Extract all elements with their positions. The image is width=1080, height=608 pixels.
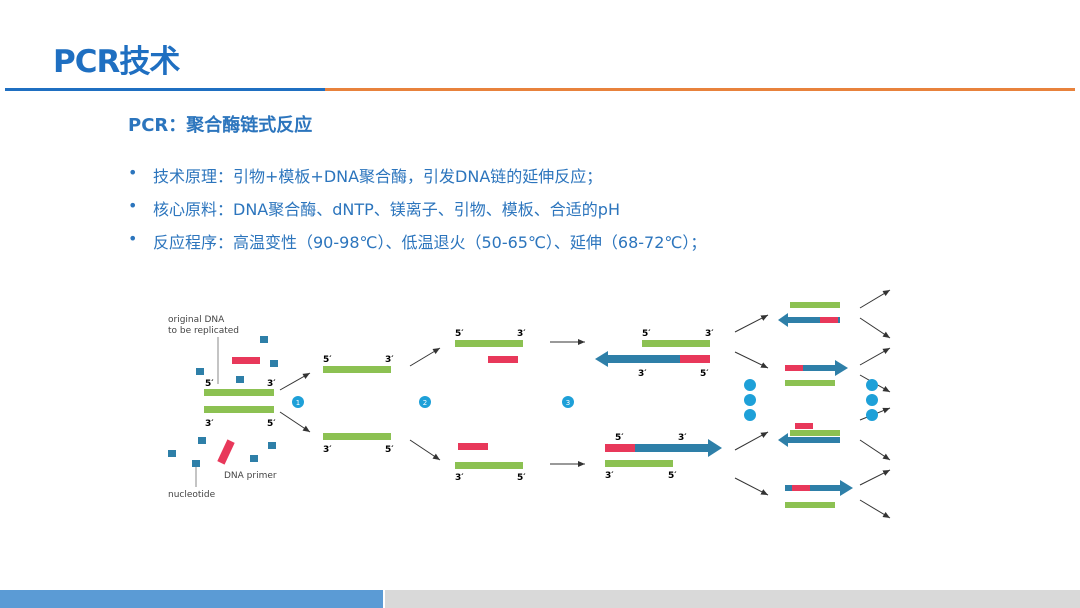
label-5prime: 5′	[267, 419, 276, 429]
label-3prime: 3′	[678, 433, 687, 443]
label-3prime: 3′	[517, 329, 526, 339]
label-5prime: 5′	[455, 329, 464, 339]
label-original: original DNA	[168, 315, 225, 325]
bullet-dot: •	[128, 229, 138, 248]
step-number: 2	[423, 399, 427, 407]
nucleotide-icons	[168, 336, 278, 467]
label-5prime: 5′	[700, 369, 709, 379]
title-divider-blue	[5, 88, 325, 91]
step-badge	[292, 396, 304, 408]
primer-icon	[217, 439, 235, 465]
label-5prime: 5′	[642, 329, 651, 339]
bullet-dot: •	[128, 196, 138, 215]
footer-bar-gray	[385, 590, 1080, 608]
label-original-2: to be replicated	[168, 326, 239, 336]
label-3prime: 3′	[455, 473, 464, 483]
label-3prime: 3′	[385, 355, 394, 365]
title-divider-orange	[325, 88, 1075, 91]
label-primer: DNA primer	[224, 471, 277, 481]
step-badge	[419, 396, 431, 408]
bullet-list: • 技术原理：引物+模板+DNA聚合酶，引发DNA链的延伸反应； • 核心原料：DN…	[128, 163, 706, 262]
label-3prime: 3′	[267, 379, 276, 389]
subtitle: PCR：聚合酶链式反应	[128, 115, 313, 136]
label-3prime: 3′	[323, 445, 332, 455]
primer-icon	[232, 357, 260, 364]
label-5prime: 5′	[385, 445, 394, 455]
label-5prime: 5′	[323, 355, 332, 365]
bullet-item: • 核心原料：DNA聚合酶、dNTP、镁离子、引物、模板、合适的pH	[128, 196, 706, 229]
label-3prime: 3′	[205, 419, 214, 429]
label-nucleotide: nucleotide	[168, 490, 216, 500]
label-3prime: 3′	[638, 369, 647, 379]
label-3prime: 3′	[605, 471, 614, 481]
label-5prime: 5′	[615, 433, 624, 443]
footer-bar-blue	[0, 590, 383, 608]
slide-title: PCR技术	[53, 44, 180, 80]
bullet-dot: •	[128, 163, 138, 182]
label-3prime: 3′	[705, 329, 714, 339]
pcr-diagram: original DNA to be replicated 5′ 3′ 3′ 5…	[168, 289, 891, 519]
bullet-item: • 技术原理：引物+模板+DNA聚合酶，引发DNA链的延伸反应；	[128, 163, 706, 196]
step-badge	[562, 396, 574, 408]
bullet-text: 核心原料：DNA聚合酶、dNTP、镁离子、引物、模板、合适的pH	[153, 200, 620, 219]
bullet-text: 技术原理：引物+模板+DNA聚合酶，引发DNA链的延伸反应；	[153, 167, 603, 186]
step-badges-cycle2	[744, 379, 878, 421]
label-5prime: 5′	[205, 379, 214, 389]
step-number: 3	[566, 399, 570, 407]
bullet-text: 反应程序：高温变性（90-98℃）、低温退火（50-65℃）、延伸（68-72℃…	[153, 233, 707, 252]
label-5prime: 5′	[517, 473, 526, 483]
bullet-item: • 反应程序：高温变性（90-98℃）、低温退火（50-65℃）、延伸（68-72…	[128, 229, 706, 262]
step-number: 1	[296, 399, 300, 407]
label-5prime: 5′	[668, 471, 677, 481]
